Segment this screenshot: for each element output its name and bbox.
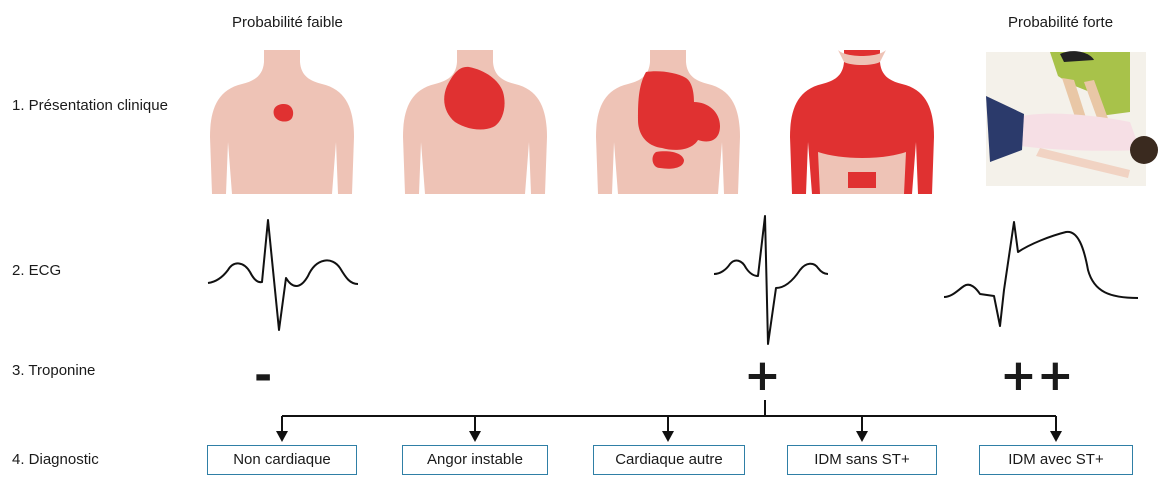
troponin-negative-mark: - xyxy=(254,354,272,398)
ecg-trace-st-elevation xyxy=(944,222,1138,326)
arrow-heads xyxy=(276,431,1062,442)
troponin-strong-positive-mark: ++ xyxy=(1000,354,1074,398)
diagnosis-unstable-angina: Angor instable xyxy=(402,445,548,475)
diagnosis-other-cardiac: Cardiaque autre xyxy=(593,445,745,475)
torso-illustration-3 xyxy=(596,50,740,194)
diagnosis-nstemi: IDM sans ST+ xyxy=(787,445,937,475)
flow-arrows xyxy=(282,400,1056,432)
torso-illustration-2 xyxy=(403,50,547,194)
arrow-head-1 xyxy=(276,431,288,442)
arrow-head-5 xyxy=(1050,431,1062,442)
diagnosis-stemi: IDM avec ST+ xyxy=(979,445,1133,475)
ecg-trace-normal xyxy=(208,220,358,330)
ecg-trace-st-depression xyxy=(714,216,828,344)
arrow-head-2 xyxy=(469,431,481,442)
torso-illustration-1 xyxy=(210,50,354,194)
troponin-positive-mark: + xyxy=(744,354,781,398)
patient-head xyxy=(1130,136,1158,164)
arrow-head-4 xyxy=(856,431,868,442)
arrow-head-3 xyxy=(662,431,674,442)
pain-area-4b xyxy=(848,172,876,188)
diagnosis-non-cardiac: Non cardiaque xyxy=(207,445,357,475)
cpr-illustration xyxy=(986,51,1158,186)
pain-area-3 xyxy=(638,71,720,150)
torso-illustration-4 xyxy=(790,50,934,194)
